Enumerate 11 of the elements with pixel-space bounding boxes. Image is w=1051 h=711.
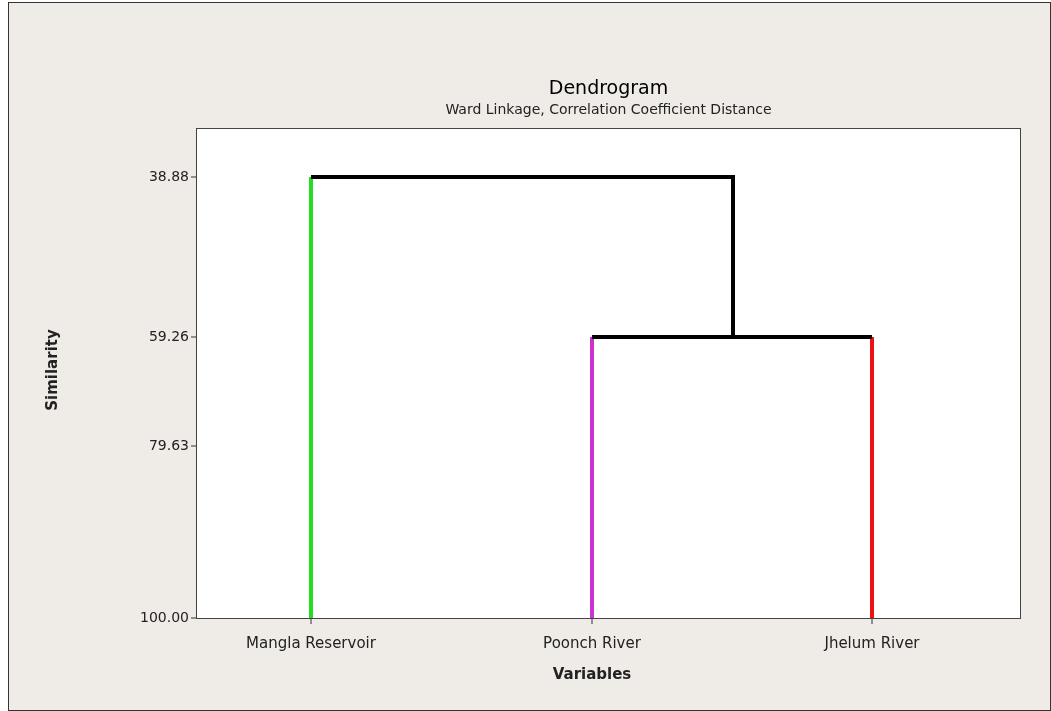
x-tick-label: Mangla Reservoir	[246, 636, 376, 651]
y-tick-label: 79.63	[148, 438, 189, 452]
x-tick-label: Poonch River	[543, 636, 641, 651]
y-tick-label: 59.26	[148, 329, 189, 343]
y-axis-title: Similarity	[44, 329, 60, 411]
y-tick-label: 100.00	[140, 610, 189, 624]
x-axis-title: Variables	[552, 667, 632, 682]
x-tick-label: Jhelum River	[824, 636, 920, 651]
chart-title: Dendrogram	[547, 78, 670, 97]
chart-subtitle: Ward Linkage, Correlation Coefficient Distance	[444, 102, 773, 116]
y-tick-label: 38.88	[148, 169, 189, 183]
